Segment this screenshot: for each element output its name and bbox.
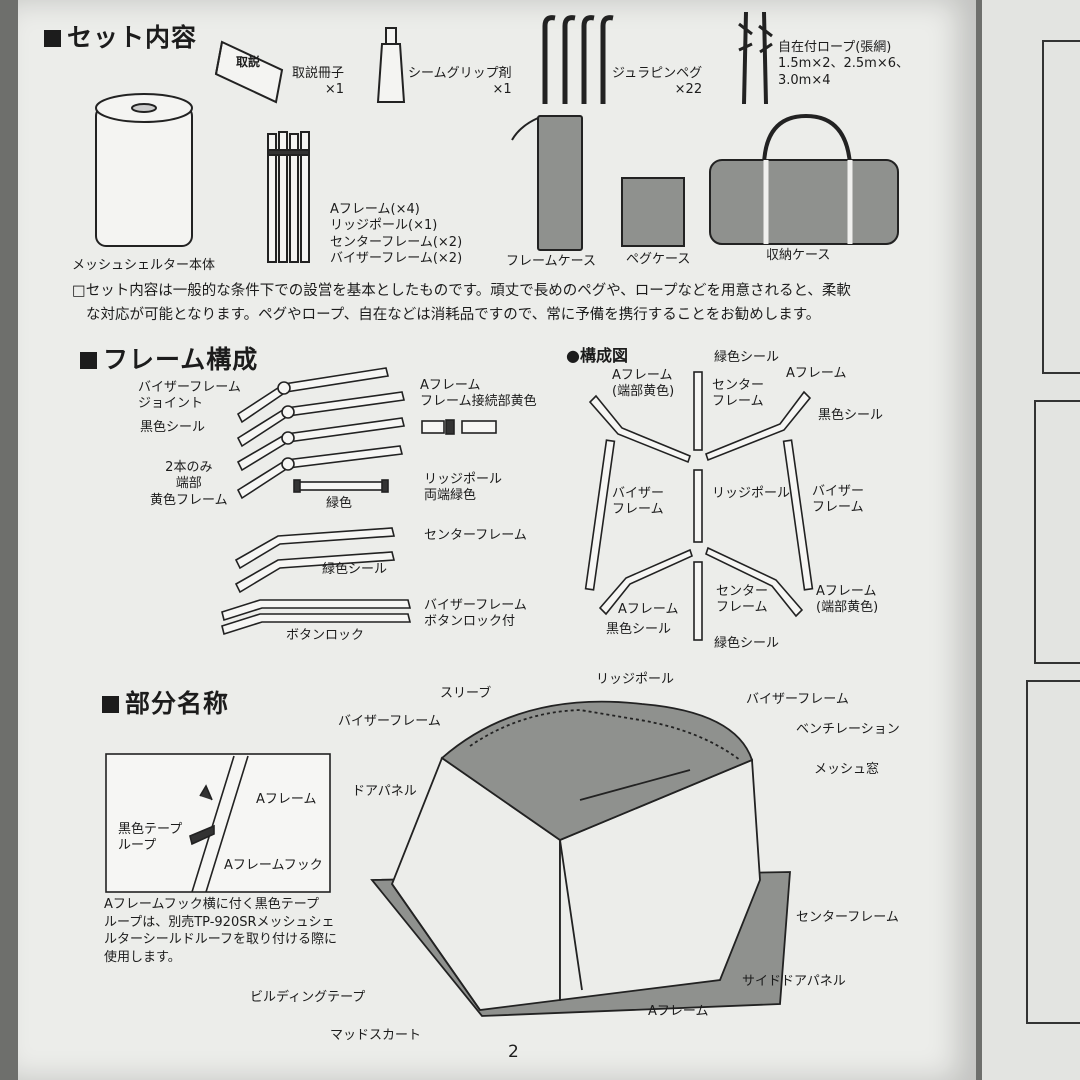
inset-a-frame-hook: Aフレームフック <box>224 858 323 873</box>
inset-a-frame: Aフレーム <box>256 792 317 807</box>
frame-case-icon <box>511 115 583 251</box>
ridge-pole-drawing <box>293 479 389 493</box>
item-storage-case: 収納ケース <box>766 248 831 263</box>
label-a-frame-joint: Aフレーム フレーム接続部黄色 <box>420 378 537 410</box>
item-shelter-body: メッシュシェルター本体 <box>72 258 216 273</box>
diag-visor-left: バイザー フレーム <box>612 486 665 518</box>
item-peg-case: ペグケース <box>626 252 691 267</box>
label-ridge-pole: リッジポール 両端緑色 <box>424 472 503 504</box>
diag-visor-right: バイザー フレーム <box>812 484 865 516</box>
item-peg: ジュラピンペグ×22 <box>612 66 703 98</box>
manual-booklet-icon <box>214 40 284 104</box>
peg-icon <box>542 15 614 104</box>
item-frames: Aフレーム(×4) リッジポール(×1) センターフレーム(×2) バイザーフレ… <box>330 202 463 266</box>
inset-black-tape-loop: 黒色テープ ループ <box>118 822 183 854</box>
inset-caption: Aフレームフック横に付く黒色テープ ループは、別売TP-920SRメッシュシェ … <box>104 897 337 965</box>
diag-center-frame-top: センター フレーム <box>712 378 765 410</box>
diag-a-frame-right: Aフレーム <box>786 366 847 381</box>
structure-diagram <box>584 371 814 641</box>
diag-a-frame-left-bottom: Aフレーム <box>618 602 679 617</box>
diag-green-seal-bottom: 緑色シール <box>714 636 780 651</box>
item-rope: 自在付ロープ(張網)1.5m×2、2.5m×6、 3.0m×4 <box>778 40 910 88</box>
diag-a-frame-yellow-right: Aフレーム (端部黄色) <box>816 584 879 616</box>
diag-ridge-pole: リッジポール <box>712 486 791 501</box>
part-a-frame: Aフレーム <box>648 1004 709 1019</box>
page-number: 2 <box>508 1042 519 1062</box>
label-black-seal: 黒色シール <box>140 420 206 435</box>
inset-box <box>105 753 331 893</box>
center-frame-drawing <box>234 527 396 594</box>
label-green: 緑色 <box>326 496 353 511</box>
rope-icon <box>738 11 773 105</box>
label-yellow-two: 2本のみ 端部 黄色フレーム <box>150 460 228 508</box>
diag-black-seal-bottom: 黒色シール <box>606 622 672 637</box>
label-button-lock: ボタンロック <box>286 628 365 643</box>
part-mesh-window: メッシュ窓 <box>814 762 880 777</box>
next-page-edge <box>982 0 1080 1080</box>
part-visor-frame-top: バイザーフレーム <box>746 692 849 707</box>
diagram-heading: ●構成図 <box>566 346 628 365</box>
part-mud-skirt: マッドスカート <box>330 1028 422 1043</box>
part-ventilation: ベンチレーション <box>796 722 900 737</box>
diag-center-frame-bottom: センター フレーム <box>716 584 769 616</box>
seam-grip-tube-icon <box>376 27 406 103</box>
label-center-frame: センターフレーム <box>424 528 527 543</box>
item-frame-case: フレームケース <box>506 254 596 269</box>
item-seam-grip: シームグリップ剤×1 <box>408 66 512 98</box>
diag-black-seal-right: 黒色シール <box>818 408 884 423</box>
visor-lock-drawing <box>221 599 412 636</box>
part-side-door-panel: サイドドアパネル <box>742 974 846 989</box>
part-door-panel: ドアパネル <box>352 784 417 799</box>
manual-cover-text: 取説 <box>236 55 261 69</box>
set-note: □セット内容は一般的な条件下での設営を基本としたものです。頑丈で長めのペグや、ロ… <box>72 283 851 323</box>
label-visor-lock: バイザーフレーム ボタンロック付 <box>424 598 527 630</box>
a-frame-joint-drawing <box>421 419 497 435</box>
part-sleeve: スリーブ <box>440 686 492 701</box>
parts-heading: 部分名称 <box>102 684 229 720</box>
label-green-seal: 緑色シール <box>322 562 388 577</box>
item-manual: 取説冊子×1 <box>292 66 345 98</box>
part-visor-frame-left: バイザーフレーム <box>338 714 441 729</box>
frame-structure-heading: フレーム構成 <box>80 340 258 376</box>
label-visor-joint: バイザーフレーム ジョイント <box>138 380 241 412</box>
diag-a-frame-yellow-left: Aフレーム (端部黄色) <box>612 368 675 400</box>
part-building-tape: ビルディングテープ <box>250 990 366 1005</box>
part-ridge-pole: リッジポール <box>596 672 675 687</box>
shelter-drawing <box>370 700 791 1017</box>
peg-case-icon <box>621 177 685 247</box>
set-contents-heading: セット内容 <box>44 18 197 54</box>
frame-bundle-icon <box>267 131 310 263</box>
shelter-roll-icon <box>95 93 193 247</box>
part-center-frame: センターフレーム <box>796 910 899 925</box>
visor-frame-drawing <box>236 367 405 500</box>
storage-case-icon <box>709 113 899 245</box>
diag-green-seal-top: 緑色シール <box>714 350 780 365</box>
